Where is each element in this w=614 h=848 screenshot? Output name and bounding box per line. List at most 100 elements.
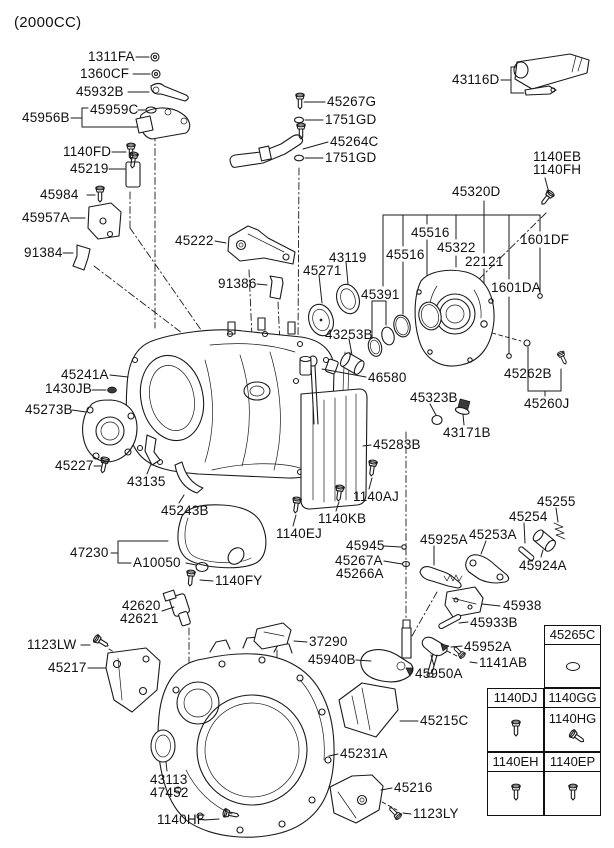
part-label-45241A: 45241A <box>61 367 109 382</box>
part-art-45925A-lever <box>419 566 463 589</box>
part-label-45945: 45945 <box>346 538 385 553</box>
part-label-46580: 46580 <box>368 370 407 385</box>
part-label-45264C: 45264C <box>330 134 379 149</box>
table-cell-45265C: 45265C <box>544 625 601 688</box>
o-ring-icon <box>293 154 305 162</box>
bolt-icon <box>510 783 521 801</box>
part-label-45984: 45984 <box>40 187 79 202</box>
part-label-45950A: 45950A <box>415 666 463 681</box>
part-label-43253B: 43253B <box>325 327 373 342</box>
part-art-45933B-pin <box>438 614 462 630</box>
leader-lines <box>62 56 559 821</box>
part-label-45262B: 45262B <box>504 366 552 381</box>
part-art-37290-bracket <box>253 622 292 650</box>
part-label-45227: 45227 <box>55 458 94 473</box>
part-art-45231A-housing <box>157 636 335 838</box>
bracket-45260J <box>527 346 562 397</box>
part-art-47230-pan <box>177 504 267 569</box>
part-art-45323B-oring <box>431 414 443 426</box>
part-label-91384: 91384 <box>24 245 63 260</box>
part-art-45222-bracket <box>227 225 296 265</box>
part-art-45957A-bracket <box>87 202 122 240</box>
part-art-A10050-oring <box>195 561 209 573</box>
part-label-45267G: 45267G <box>327 94 377 109</box>
part-label-1140EJ: 1140EJ <box>276 526 322 541</box>
part-art-43113-seal <box>150 729 176 763</box>
part-label-42621: 42621 <box>120 611 159 626</box>
part-label-45932B: 45932B <box>76 84 124 99</box>
part-label-45217: 45217 <box>48 660 87 675</box>
part-label-47230: 47230 <box>70 545 109 560</box>
part-art-45283B-cover <box>300 355 368 510</box>
plug-icon <box>107 386 117 394</box>
part-label-45243B: 45243B <box>161 503 209 518</box>
bolt-icon <box>510 719 521 737</box>
part-label-1140AJ: 1140AJ <box>353 489 399 504</box>
part-label-37290: 37290 <box>309 634 348 649</box>
table-cell-1140EP: 1140EP <box>544 752 601 816</box>
part-label-1140EB: 1140EB <box>533 149 582 164</box>
part-label-45925A: 45925A <box>420 532 468 547</box>
part-art-45952A-clip <box>440 643 450 652</box>
part-art-45273B <box>82 399 138 463</box>
engine-displacement-title: (2000CC) <box>14 14 82 31</box>
part-label-1311FA: 1311FA <box>88 49 135 64</box>
part-label-45283B: 45283B <box>373 437 421 452</box>
nut-icon <box>150 52 160 62</box>
part-art-45938-bracket <box>444 586 484 618</box>
part-label-43171B: 43171B <box>443 425 491 440</box>
bracket-45956B <box>70 107 138 128</box>
bolt-icon <box>95 185 105 203</box>
part-label-1360CF: 1360CF <box>80 66 130 81</box>
part-label-45266A: 45266A <box>336 566 384 581</box>
part-art-43119-seal <box>336 283 360 315</box>
part-label-43119: 43119 <box>329 250 367 265</box>
part-label-45938: 45938 <box>503 598 542 613</box>
part-art-45271-seal <box>308 303 334 337</box>
bolt-icon <box>295 92 305 110</box>
part-label-45219: 45219 <box>70 161 109 176</box>
part-art-45255-spring <box>553 522 566 540</box>
part-label-45231A: 45231A <box>340 746 388 761</box>
table-part-number-1140HG: 1140HG <box>548 711 597 726</box>
part-label-45273B: 45273B <box>25 402 73 417</box>
part-label-42620: 42620 <box>122 598 161 613</box>
hardware-icons <box>91 52 570 821</box>
part-label-45391: 45391 <box>361 287 400 302</box>
part-label-1140HF: 1140HF <box>157 812 206 827</box>
part-art-45516-orings <box>367 301 442 357</box>
o-ring-icon <box>565 662 580 671</box>
part-label-1601DF: 1601DF <box>520 232 570 247</box>
part-art-43253B-roller <box>339 352 365 375</box>
part-label-22121: 22121 <box>465 254 504 269</box>
part-label-1140FH: 1140FH <box>533 162 582 177</box>
part-label-45959C: 45959C <box>90 102 139 117</box>
part-label-1140FD: 1140FD <box>63 144 112 159</box>
part-art-43135-strip <box>144 434 161 466</box>
part-art-45241A-case <box>125 317 353 479</box>
bolt-icon <box>290 496 303 515</box>
part-art-45924A-bushing <box>532 529 556 552</box>
table-part-number-1140DJ: 1140DJ <box>488 689 543 708</box>
part-label-45322: 45322 <box>437 240 476 255</box>
part-label-45254: 45254 <box>509 509 548 524</box>
table-cell-1140DJ: 1140DJ <box>487 688 544 752</box>
part-art-45956B-sensor <box>135 107 191 140</box>
part-art-43116D-sealant <box>513 53 590 96</box>
part-art-45215C-cover <box>338 682 399 738</box>
part-label-45222: 45222 <box>175 233 214 248</box>
part-label-45253A: 45253A <box>469 527 517 542</box>
part-art-45243B-gasket <box>174 461 204 494</box>
table-part-number-1140GG: 1140GG <box>545 689 600 708</box>
bolt-icon <box>538 188 556 208</box>
part-label-A10050: A10050 <box>133 555 181 570</box>
part-art-45322-cover <box>414 269 495 367</box>
part-art-45264C-pipe <box>229 134 304 168</box>
o-ring-icon <box>145 106 157 114</box>
part-art-42620-sensor <box>162 589 191 627</box>
part-label-1751GD-b: 1751GD <box>325 150 377 165</box>
part-art-45253A-arm <box>465 554 510 584</box>
part-label-43135: 43135 <box>127 474 166 489</box>
bolt-icon <box>567 728 585 746</box>
